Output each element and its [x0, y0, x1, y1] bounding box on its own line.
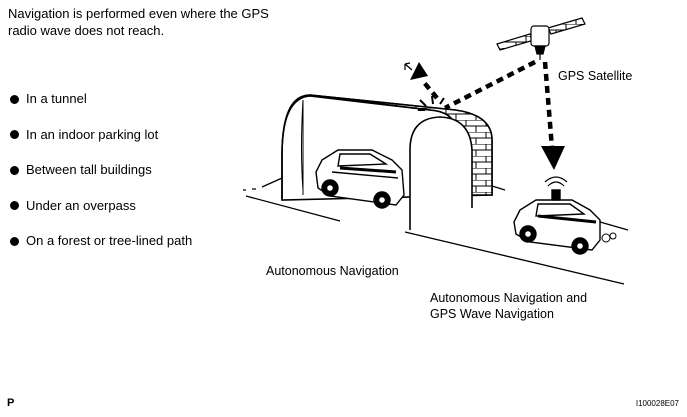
combined-label: Autonomous Navigation and GPS Wave Navig… [430, 290, 587, 322]
bullet-icon [10, 94, 19, 104]
intro-line-1: Navigation is performed even where the G… [8, 6, 269, 21]
condition-list: In a tunnel In an indoor parking lot Bet… [10, 90, 192, 268]
autonomous-label: Autonomous Navigation [266, 264, 399, 278]
list-item: In an indoor parking lot [10, 126, 192, 144]
small-arrow-icon [404, 62, 413, 71]
blocked-signal-burst [418, 95, 445, 111]
bullet-icon [10, 201, 19, 210]
gps-satellite-icon [496, 17, 586, 60]
bullet-icon [10, 130, 19, 139]
list-item: Under an overpass [10, 197, 192, 215]
intro-line-2: radio wave does not reach. [8, 23, 165, 38]
gps-signal-to-car [542, 61, 555, 149]
combined-label-line-1: Autonomous Navigation and [430, 291, 588, 305]
list-item: On a forest or tree-lined path [10, 232, 192, 250]
list-item: In a tunnel [10, 90, 192, 108]
signal-arrowhead-down [541, 146, 565, 170]
satellite-label: GPS Satellite [558, 69, 633, 83]
bullet-icon [10, 165, 19, 175]
car-in-tunnel [315, 149, 405, 209]
list-item: Between tall buildings [10, 161, 192, 179]
intro-text: Navigation is performed even where the G… [8, 5, 269, 39]
figure-id: I100028E07 [635, 399, 679, 408]
page-marker: P [7, 397, 15, 409]
signal-reflect-arrowhead [410, 62, 428, 80]
bullet-icon [10, 236, 19, 246]
car-on-road [513, 176, 617, 255]
combined-label-line-2: GPS Wave Navigation [430, 307, 554, 321]
gps-signal-blocked [420, 59, 537, 111]
